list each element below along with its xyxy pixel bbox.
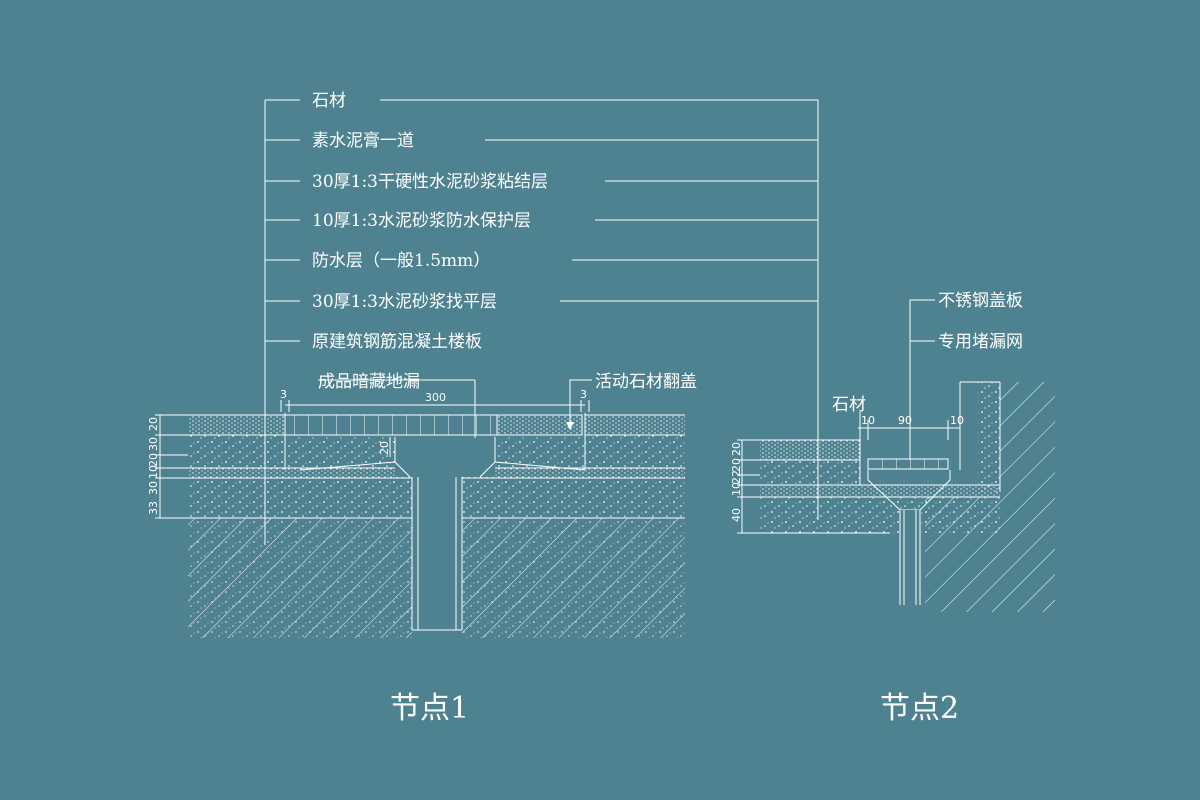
node1-cover-label: 活动石材翻盖 bbox=[595, 372, 697, 392]
node1-title: 节点1 bbox=[390, 691, 469, 726]
node1-vdim-3: 20 bbox=[147, 453, 160, 467]
node1-dim-3-right: 3 bbox=[580, 388, 587, 401]
node2-label-cover: 不锈钢盖板 bbox=[938, 291, 1023, 311]
node2-dim-90: 90 bbox=[898, 414, 912, 427]
node2-vdim-5: 40 bbox=[730, 508, 743, 522]
node1-layer-6: 30厚1:3水泥砂浆找平层 bbox=[312, 292, 497, 312]
node2-section: 不锈钢盖板 专用堵漏网 石材 10 90 10 20 20 22 10 40 节… bbox=[730, 291, 1055, 726]
node1-cover-grid bbox=[285, 415, 497, 435]
node2-label-net: 专用堵漏网 bbox=[938, 332, 1023, 352]
node1-stone-cover bbox=[497, 415, 582, 435]
node2-dim-10-left: 10 bbox=[861, 414, 875, 427]
node1-drain-label: 成品暗藏地漏 bbox=[318, 372, 420, 392]
node1-dim-3-left: 3 bbox=[280, 388, 287, 401]
node1-layer-1: 石材 bbox=[312, 91, 346, 111]
node1-layer-3: 30厚1:3干硬性水泥砂浆粘结层 bbox=[312, 172, 548, 192]
node1-dim-20: 20 bbox=[378, 441, 391, 455]
node2-vdim-4: 10 bbox=[730, 482, 743, 496]
node1-dim-300: 300 bbox=[425, 391, 446, 404]
node2-vdim-2: 20 bbox=[730, 458, 743, 472]
node2-vdim-3: 22 bbox=[730, 470, 743, 484]
node2-dim-10-right: 10 bbox=[950, 414, 964, 427]
node1-layer-5: 防水层（一般1.5mm） bbox=[312, 251, 490, 271]
node2-vdim-1: 20 bbox=[730, 442, 743, 456]
node2-stone-label: 石材 bbox=[832, 395, 866, 415]
node1-layer-7: 原建筑钢筋混凝土楼板 bbox=[312, 332, 482, 352]
node2-mortar bbox=[760, 460, 860, 485]
node2-stone bbox=[760, 440, 860, 460]
node2-cover-plate bbox=[868, 459, 948, 469]
node2-title: 节点2 bbox=[880, 691, 959, 726]
node1-vdim-5: 30 bbox=[147, 481, 160, 495]
node2-wall bbox=[1000, 382, 1055, 612]
node1-vdim-1: 20 bbox=[147, 417, 160, 431]
node1-vdim-6: 33 bbox=[147, 501, 160, 515]
node1-layer-4: 10厚1:3水泥砂浆防水保护层 bbox=[312, 211, 531, 231]
node2-drain-pipe bbox=[900, 510, 920, 605]
node1-vdim-2: 30 bbox=[147, 437, 160, 451]
node1-layer-2: 素水泥膏一道 bbox=[312, 130, 414, 151]
node1-drain-funnel bbox=[299, 461, 586, 471]
node1-vdim-4: 10 bbox=[147, 465, 160, 479]
node2-wall-finish bbox=[978, 382, 1000, 492]
node1-section: 石材 素水泥膏一道 30厚1:3干硬性水泥砂浆粘结层 10厚1:3水泥砂浆防水保… bbox=[147, 91, 819, 726]
